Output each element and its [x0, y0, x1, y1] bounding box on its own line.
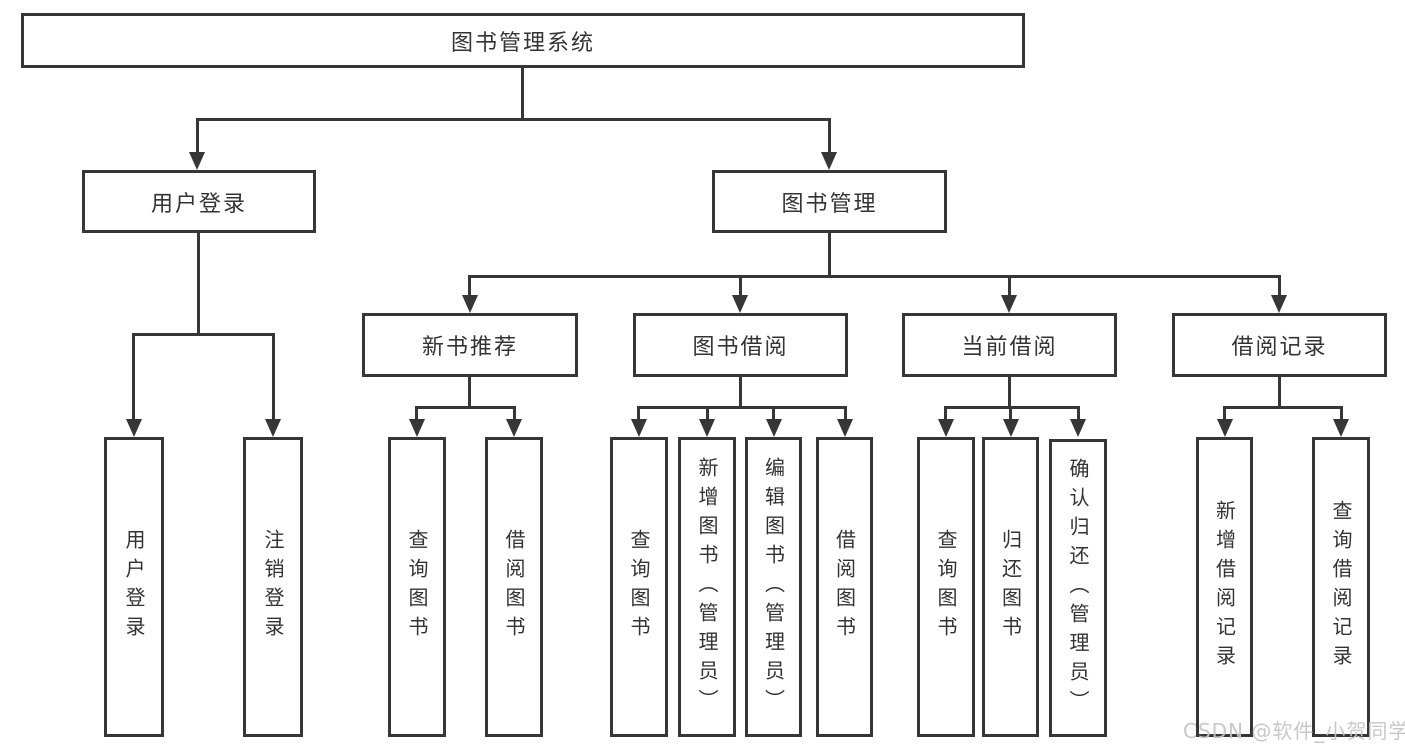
connector-bookborrow-drop-4 [844, 406, 847, 419]
connector-userlogin-drop-2 [272, 333, 275, 419]
leaf-user-login-label: 用户登录 [122, 529, 146, 645]
node-borrow-records-label: 借阅记录 [1231, 335, 1328, 360]
arrow-head-book-mgmt [821, 152, 837, 170]
leaf-borrow-borrow-books: 借阅图书 [816, 437, 873, 737]
arrow-head-cb-query [938, 419, 954, 437]
connector-bookmgmt-drop-2 [739, 275, 742, 295]
leaf-borrow-query-books: 查询图书 [610, 437, 668, 737]
connector-bookborrow-drop-1 [637, 406, 640, 419]
leaf-user-login: 用户登录 [104, 437, 164, 737]
leaf-borrow-add-books-admin: 新增图书（管理员） [678, 437, 736, 737]
connector-userlogin-branch [132, 333, 275, 336]
leaf-borrow-add-books-admin-label: 新增图书（管理员） [695, 456, 719, 718]
connector-currentborrow-drop-3 [1077, 406, 1080, 419]
connector-records-branch [1223, 406, 1343, 409]
leaf-records-query-record: 查询借阅记录 [1312, 437, 1370, 737]
connector-bookborrow-drop-3 [772, 406, 775, 419]
leaf-current-return-books: 归还图书 [982, 437, 1039, 737]
arrow-head-bb-borrow [837, 419, 853, 437]
arrow-head-br-query [1333, 419, 1349, 437]
connector-currentborrow-drop-2 [1009, 406, 1012, 419]
arrow-head-bb-edit [766, 419, 782, 437]
leaf-newbook-query-books-label: 查询图书 [405, 529, 429, 645]
arrow-head-br-add [1217, 419, 1233, 437]
leaf-current-query-books-label: 查询图书 [934, 529, 958, 645]
connector-root-branch [196, 118, 831, 121]
connector-newbooks-drop-2 [513, 406, 516, 419]
leaf-newbook-borrow-books-label: 借阅图书 [502, 529, 526, 645]
arrow-head-borrow-records [1271, 295, 1287, 313]
connector-bookborrow-branch [637, 406, 847, 409]
connector-currentborrow-stem [1008, 377, 1011, 409]
node-borrow-records: 借阅记录 [1172, 313, 1387, 377]
connector-currentborrow-branch [944, 406, 1080, 409]
connector-newbooks-drop-1 [415, 406, 418, 419]
leaf-logout-label: 注销登录 [261, 529, 285, 645]
connector-records-drop-1 [1223, 406, 1226, 419]
arrow-head-nb-query [409, 419, 425, 437]
connector-records-drop-2 [1340, 406, 1343, 419]
node-new-books: 新书推荐 [362, 313, 578, 377]
arrow-head-bb-add [699, 419, 715, 437]
arrow-head-nb-borrow [506, 419, 522, 437]
leaf-newbook-query-books: 查询图书 [388, 437, 446, 737]
node-current-borrow-label: 当前借阅 [961, 335, 1058, 360]
node-root: 图书管理系统 [21, 13, 1025, 68]
connector-bookmgmt-drop-3 [1008, 275, 1011, 295]
connector-bookborrow-drop-2 [706, 406, 709, 419]
arrow-head-cb-confirm [1070, 419, 1086, 437]
arrow-head-user-login [189, 152, 205, 170]
leaf-records-add-record-label: 新增借阅记录 [1212, 500, 1237, 674]
connector-userlogin-drop-1 [132, 333, 135, 419]
leaf-records-query-record-label: 查询借阅记录 [1329, 500, 1353, 674]
connector-root-stem [521, 68, 524, 121]
arrow-head-cb-return [1003, 419, 1019, 437]
connector-userlogin-stem [197, 233, 200, 336]
leaf-current-query-books: 查询图书 [917, 437, 975, 737]
node-current-borrow: 当前借阅 [902, 313, 1117, 377]
node-user-login-group-label: 用户登录 [150, 191, 247, 217]
node-new-books-label: 新书推荐 [421, 335, 518, 360]
leaf-borrow-query-books-label: 查询图书 [627, 529, 651, 645]
arrow-head-leaf-user-login [126, 419, 142, 437]
leaf-current-confirm-return-admin-label: 确认归还（管理员） [1066, 457, 1090, 719]
leaf-logout: 注销登录 [243, 437, 303, 737]
node-book-mgmt-group: 图书管理 [712, 170, 947, 233]
connector-bookborrow-stem [739, 377, 742, 409]
leaf-current-return-books-label: 归还图书 [998, 529, 1023, 645]
leaf-newbook-borrow-books: 借阅图书 [485, 437, 543, 737]
leaf-borrow-borrow-books-label: 借阅图书 [832, 529, 857, 645]
connector-newbooks-stem [468, 377, 471, 409]
arrow-head-bb-query [631, 419, 647, 437]
leaf-current-confirm-return-admin: 确认归还（管理员） [1049, 439, 1107, 737]
node-book-borrow-label: 图书借阅 [692, 335, 789, 360]
connector-root-drop-left [196, 118, 199, 152]
leaf-records-add-record: 新增借阅记录 [1196, 437, 1253, 737]
connector-root-drop-right [828, 118, 831, 152]
connector-currentborrow-drop-1 [944, 406, 947, 419]
connector-bookmgmt-stem [828, 233, 831, 278]
node-book-borrow: 图书借阅 [633, 313, 848, 377]
node-user-login-group: 用户登录 [82, 170, 316, 233]
arrow-head-book-borrow [732, 295, 748, 313]
connector-bookmgmt-drop-1 [468, 275, 471, 295]
connector-bookmgmt-drop-4 [1278, 275, 1281, 295]
arrow-head-current-borrow [1001, 295, 1017, 313]
leaf-borrow-edit-books-admin: 编辑图书（管理员） [745, 437, 802, 737]
leaf-borrow-edit-books-admin-label: 编辑图书（管理员） [761, 456, 786, 718]
connector-bookmgmt-branch [468, 275, 1281, 278]
node-root-label: 图书管理系统 [450, 30, 595, 56]
arrow-head-leaf-logout [265, 419, 281, 437]
csdn-watermark: CSDN @软件_小贺同学 [1183, 719, 1405, 743]
arrow-head-new-books [462, 295, 478, 313]
connector-newbooks-branch [415, 406, 516, 409]
node-book-mgmt-group-label: 图书管理 [781, 191, 878, 217]
connector-records-stem [1278, 377, 1281, 409]
